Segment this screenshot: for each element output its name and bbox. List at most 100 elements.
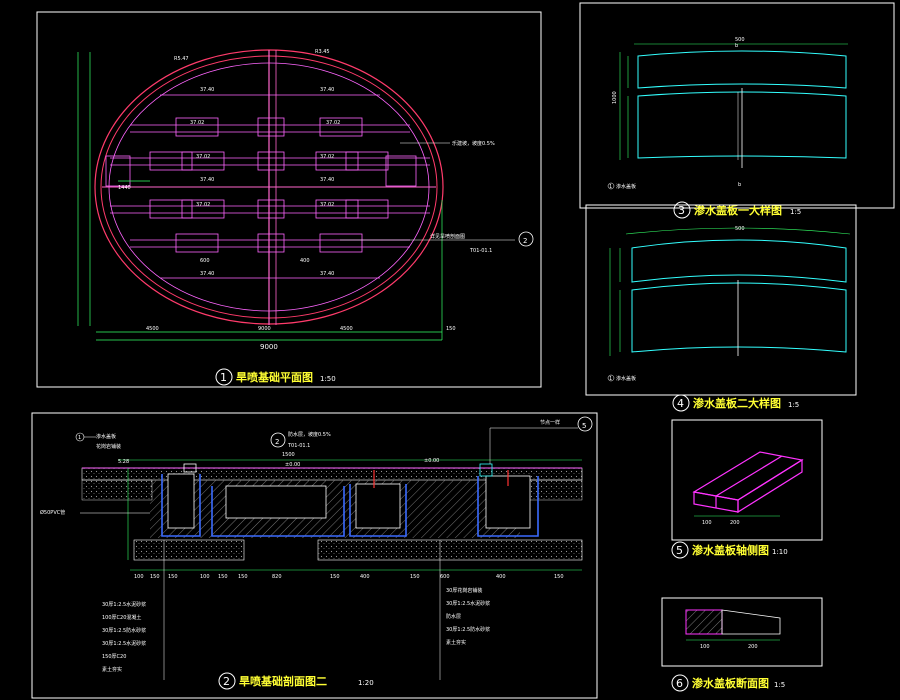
svg-text:150: 150 [330, 574, 340, 580]
cover1-frame [579, 2, 895, 209]
cover1-title: 渗水盖板一大样图 [694, 203, 782, 217]
svg-text:b: b [735, 43, 738, 49]
svg-text:防水层: 防水层 [446, 613, 461, 620]
svg-text:Ø50PVC管: Ø50PVC管 [40, 509, 65, 516]
svg-text:渗水盖板: 渗水盖板 [96, 433, 116, 440]
elev-label: 37.40 [320, 87, 334, 93]
svg-text:30厚1:2.5水泥砂浆: 30厚1:2.5水泥砂浆 [446, 600, 490, 607]
cover2-title: 渗水盖板二大样图 [693, 396, 781, 410]
cover2-upper-plate [631, 239, 847, 283]
plan-note-section: 详见旱喷剖面图 [430, 233, 465, 240]
pit-label: 37.02 [320, 154, 334, 160]
plan-note-slope: 乐建坡，坡度0.5% [452, 140, 495, 147]
svg-text:4500: 4500 [340, 326, 353, 332]
section-base-left [133, 539, 245, 561]
svg-text:100厚C20混凝土: 100厚C20混凝土 [102, 614, 141, 621]
pit-label: 37.02 [190, 120, 204, 126]
section-dimensions [118, 459, 582, 571]
cover2-lower-plate [631, 282, 847, 353]
plan-title-number: 1 [220, 371, 227, 384]
cover-plate-2-drawing: 500 1 渗水盖板 4 渗水盖板二大样图 1:5 [585, 204, 857, 412]
svg-text:30厚1:2.5防水砂浆: 30厚1:2.5防水砂浆 [102, 627, 146, 634]
section-base-right [317, 539, 583, 561]
section-note-right: 节点一样 [540, 419, 560, 426]
svg-text:4500: 4500 [146, 326, 159, 332]
svg-text:600: 600 [200, 258, 210, 264]
svg-text:R5.47: R5.47 [174, 56, 189, 62]
cover2-tag-text: 渗水盖板 [616, 375, 636, 382]
layers-right: 30厚花岗岩铺装 30厚1:2.5水泥砂浆 防水层 30厚1:2.5防水砂浆 素… [446, 587, 490, 646]
svg-text:30厚花岗岩铺装: 30厚花岗岩铺装 [446, 587, 482, 594]
svg-text:R3.45: R3.45 [315, 49, 330, 55]
svg-text:1440: 1440 [118, 185, 131, 191]
plan-ref-number: 2 [523, 237, 527, 245]
section-concrete [150, 480, 520, 538]
plan-dimensions [77, 52, 443, 341]
section-channels [167, 473, 531, 529]
section-title-bubble [218, 672, 236, 690]
section-title-number: 2 [223, 675, 230, 688]
axo-title-number: 5 [676, 544, 683, 557]
section-note-top: 防水层，坡度0.5% [288, 431, 331, 438]
cover2-scale: 1:5 [788, 401, 799, 409]
svg-text:30厚1:2.5防水砂浆: 30厚1:2.5防水砂浆 [446, 626, 490, 633]
cover-section-title-number: 6 [676, 677, 683, 690]
cover-plate-1-drawing: 500 b 1000 b 1 渗水盖板 3 渗水盖板一大样图 1:5 [579, 2, 895, 219]
section-elev-center: ±0.00 [285, 462, 300, 468]
svg-text:100: 100 [134, 574, 144, 580]
cover1-scale: 1:5 [790, 208, 801, 216]
section-ref-5: 5 [582, 422, 586, 430]
cover1-top-dim: 500 [735, 37, 745, 43]
svg-text:30厚1:2.5水泥砂浆: 30厚1:2.5水泥砂浆 [102, 640, 146, 647]
section-ref-code: T01-01.1 [287, 443, 310, 449]
svg-text:1000: 1000 [612, 91, 618, 104]
cover-section-dim-a: 100 [700, 644, 710, 650]
elev-label: 37.40 [200, 177, 214, 183]
svg-text:5.28: 5.28 [118, 459, 129, 465]
svg-text:±0.00: ±0.00 [424, 458, 439, 464]
section-dim-center: 1500 [282, 452, 295, 458]
axonometric-drawing: 100 200 5 渗水盖板轴侧图 1:10 [671, 419, 823, 559]
svg-text:400: 400 [300, 258, 310, 264]
pit-label: 37.02 [326, 120, 340, 126]
plan-frame [36, 11, 542, 388]
svg-text:花岗岩铺装: 花岗岩铺装 [96, 443, 121, 450]
svg-text:150厚C20: 150厚C20 [102, 654, 126, 660]
elev-label: 37.40 [320, 177, 334, 183]
svg-text:150: 150 [410, 574, 420, 580]
section-left-tag: 1 [78, 435, 81, 441]
plan-dim-mid: 9000 [258, 326, 271, 332]
cover2-frame [585, 204, 857, 396]
cover-section-drawing: 100 200 6 渗水盖板断面图 1:5 [661, 597, 823, 692]
svg-text:b: b [738, 182, 741, 188]
pit-label: 37.02 [196, 154, 210, 160]
cover1-upper-plate [637, 50, 847, 89]
svg-text:素土夯实: 素土夯实 [446, 639, 466, 646]
cover-section-dim-b: 200 [748, 644, 758, 650]
pit-boxes [105, 117, 417, 253]
svg-text:素土夯实: 素土夯实 [102, 666, 122, 673]
elev-label: 37.40 [200, 271, 214, 277]
section-title: 旱喷基础剖面图二 [239, 674, 327, 688]
pit-label: 37.02 [320, 202, 334, 208]
svg-text:150: 150 [218, 574, 228, 580]
svg-text:600: 600 [440, 574, 450, 580]
svg-text:100: 100 [200, 574, 210, 580]
cover-section-profile [721, 609, 781, 635]
svg-text:150: 150 [150, 574, 160, 580]
plan-ref-bubble [518, 231, 534, 247]
cover2-top-dim: 500 [735, 226, 745, 232]
axo-frame [671, 419, 823, 541]
elev-label: 37.40 [320, 271, 334, 277]
svg-text:30厚1:2.5水泥砂浆: 30厚1:2.5水泥砂浆 [102, 601, 146, 608]
cover1-title-number: 3 [678, 204, 685, 217]
plan-title-bubble [215, 368, 233, 386]
axo-dim-b: 200 [730, 520, 740, 526]
axo-scale: 1:10 [772, 548, 788, 556]
axo-title: 渗水盖板轴侧图 [692, 543, 769, 557]
svg-text:150: 150 [168, 574, 178, 580]
svg-text:820: 820 [272, 574, 282, 580]
section-scale: 1:20 [358, 679, 374, 687]
